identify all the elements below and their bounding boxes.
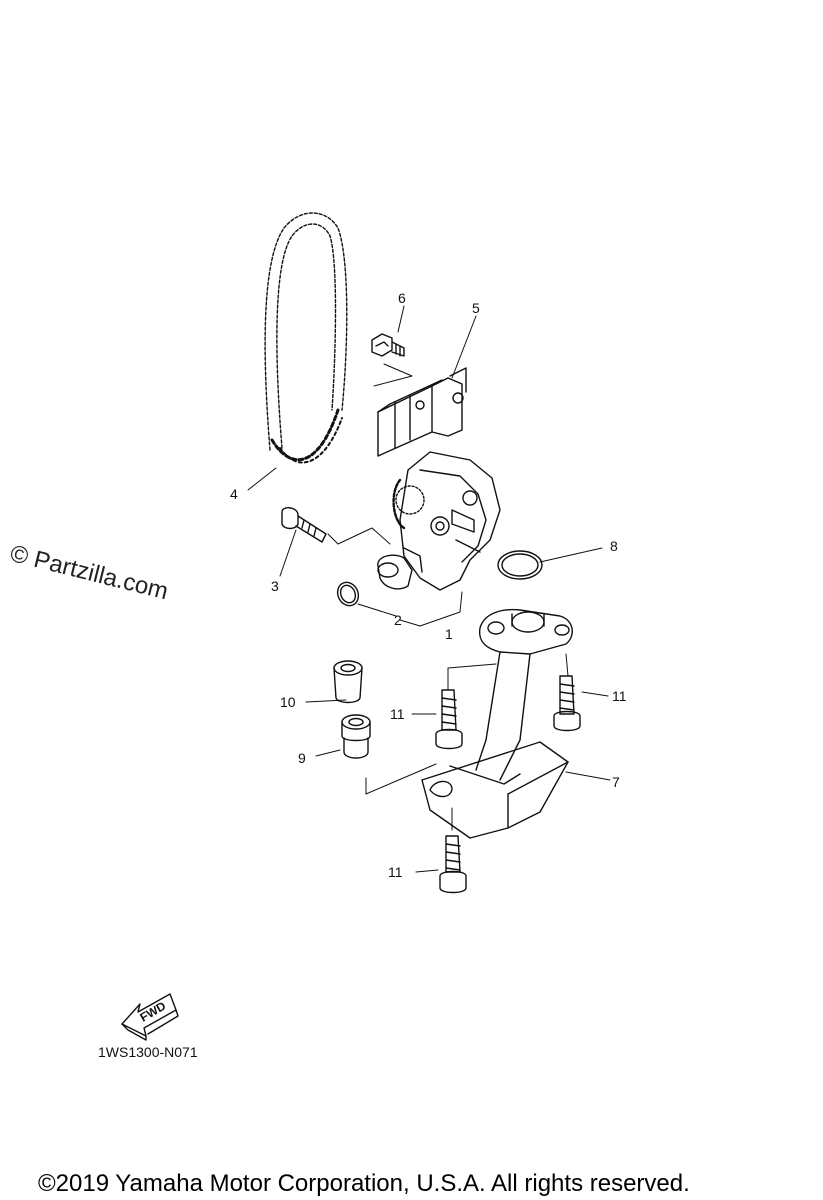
callout-7: 7	[612, 774, 620, 790]
callout-9: 9	[298, 750, 306, 766]
fwd-arrow-icon	[121, 993, 179, 1041]
bolt-11-upper-right	[553, 675, 581, 732]
o-ring-8	[497, 550, 543, 580]
callout-11-bottom: 11	[388, 864, 403, 880]
callout-2: 2	[394, 612, 402, 628]
callout-10: 10	[280, 694, 296, 710]
callout-8: 8	[610, 538, 618, 554]
callout-1: 1	[445, 626, 453, 642]
callout-11-right: 11	[612, 688, 627, 704]
callout-11-left: 11	[390, 706, 405, 722]
callout-6: 6	[398, 290, 406, 306]
chain-guide	[377, 367, 467, 457]
fwd-label: FWD	[138, 999, 169, 1025]
diagram-code: 1WS1300-N071	[98, 1044, 198, 1060]
copyright-notice: ©2019 Yamaha Motor Corporation, U.S.A. A…	[38, 1170, 690, 1197]
grommet-9	[341, 714, 371, 759]
bolt-11-upper-left	[435, 689, 463, 750]
drive-chain	[264, 212, 348, 464]
callout-3: 3	[271, 578, 279, 594]
circlip-2	[336, 581, 360, 607]
callout-5: 5	[472, 300, 480, 316]
callout-4: 4	[230, 486, 238, 502]
oil-pump	[377, 451, 501, 591]
bolt-11-lower	[439, 835, 467, 894]
collar-10	[333, 660, 363, 704]
bolt-6	[371, 333, 405, 357]
bolt-3	[281, 507, 327, 543]
oil-strainer	[421, 608, 573, 839]
leader-lines	[247, 305, 611, 873]
